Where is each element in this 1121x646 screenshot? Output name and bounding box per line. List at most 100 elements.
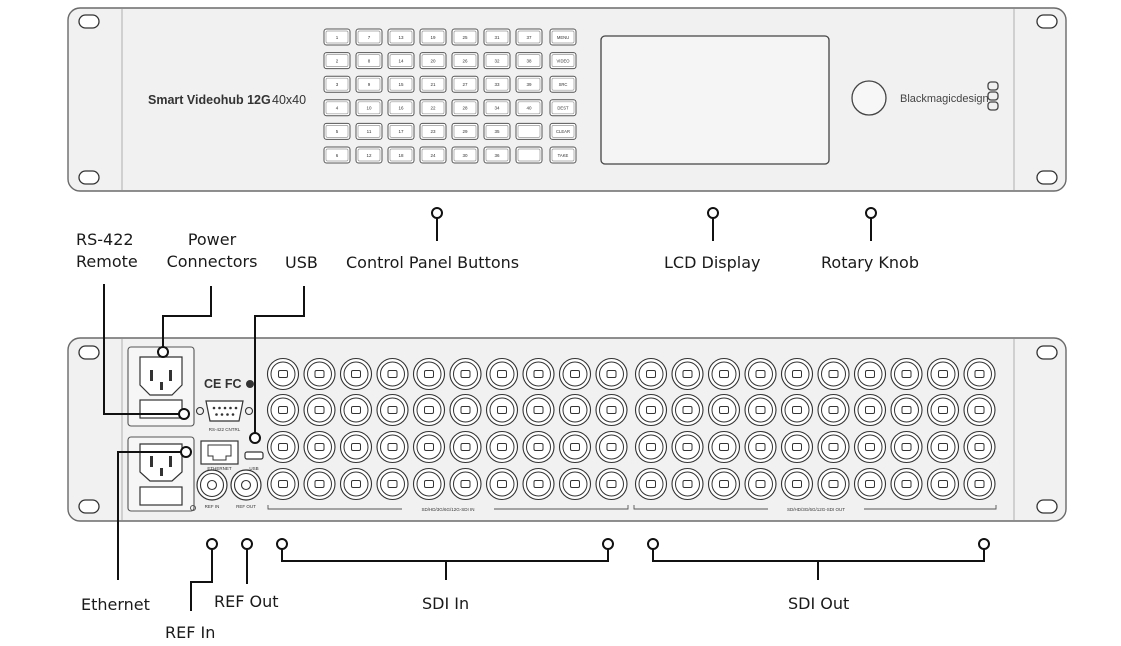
control-panel-button[interactable]: 28 — [451, 99, 479, 117]
control-panel-button-label: 7 — [368, 35, 371, 40]
control-panel-button[interactable]: 38 — [515, 52, 543, 70]
mount-slot — [78, 14, 100, 29]
control-panel-button[interactable]: 37 — [515, 28, 543, 46]
callout-sdi-in: SDI In — [422, 594, 470, 613]
control-panel-button[interactable]: 39 — [515, 75, 543, 93]
mount-slot — [1036, 499, 1058, 514]
control-panel-button[interactable]: 20 — [419, 52, 447, 70]
control-panel-button[interactable]: 13 — [387, 28, 415, 46]
control-panel-button[interactable]: 23 — [419, 122, 447, 140]
callout-ref-out: REF Out — [214, 592, 279, 611]
sdi-in-connector — [558, 393, 592, 427]
control-panel-button[interactable]: 17 — [387, 122, 415, 140]
control-panel-button-label: 14 — [398, 58, 404, 63]
callout-control-panel-buttons: Control Panel Buttons — [346, 253, 520, 272]
sdi-out-connector — [817, 393, 850, 427]
control-panel-button[interactable]: 18 — [387, 146, 415, 164]
control-panel-button[interactable]: 22 — [419, 99, 447, 117]
control-panel-button[interactable]: 33 — [483, 75, 511, 93]
sdi-in-bracket-leader — [281, 549, 609, 562]
ethernet-leader — [117, 451, 181, 580]
function-button[interactable]: SRC — [549, 75, 577, 93]
control-panel-button[interactable]: 16 — [387, 99, 415, 117]
sdi-out-connector — [671, 430, 704, 464]
control-panel-button[interactable]: 21 — [419, 75, 447, 93]
sdi-in-connector — [303, 430, 336, 464]
ref-in-connector — [196, 469, 228, 501]
sdi-out-connector — [744, 357, 777, 391]
control-panel-button[interactable]: 12 — [355, 146, 383, 164]
sdi-in-connector — [412, 357, 446, 391]
control-panel-button-label: 26 — [462, 58, 468, 63]
function-button[interactable]: CLEAR — [549, 122, 577, 140]
function-button[interactable]: DEST — [549, 99, 577, 117]
control-panel-button-label: 34 — [494, 106, 500, 111]
sdi-out-connector — [926, 357, 960, 391]
control-panel-button[interactable]: 7 — [355, 28, 383, 46]
brand-logo-text: Blackmagicdesign — [900, 93, 989, 105]
control-panel-button[interactable]: 26 — [451, 52, 479, 70]
sdi-in-group-label: SD/HD/3G/6G/12G-SDI IN — [421, 507, 474, 512]
sdi-out-connector — [890, 467, 923, 501]
sdi-out-connector — [890, 393, 923, 427]
control-panel-button[interactable]: 30 — [451, 146, 479, 164]
control-panel-button[interactable]: 40 — [515, 99, 543, 117]
rotary-knob[interactable] — [851, 80, 887, 116]
control-panel-button[interactable]: 27 — [451, 75, 479, 93]
control-panel-button[interactable]: 9 — [355, 75, 383, 93]
sdi-in-connector — [485, 393, 519, 427]
control-panel-button[interactable]: 32 — [483, 52, 511, 70]
control-panel-button-label: 16 — [398, 106, 404, 111]
control-panel-button[interactable]: 36 — [483, 146, 511, 164]
sdi-out-connector — [963, 357, 996, 391]
mount-slot — [1036, 14, 1058, 29]
control-panel-button-label: 32 — [494, 58, 500, 63]
model-name: Smart Videohub 12G — [148, 93, 271, 107]
control-panel-button[interactable]: 2 — [323, 52, 351, 70]
callout-rs422: RS-422 Remote — [76, 229, 138, 273]
control-panel-button-label: 24 — [430, 153, 436, 158]
sdi-in-connector — [339, 430, 373, 464]
control-panel-button[interactable]: 19 — [419, 28, 447, 46]
callout-rotary-knob: Rotary Knob — [821, 253, 919, 272]
sdi-in-connector — [412, 467, 446, 501]
control-panel-button-label: 19 — [430, 35, 436, 40]
ground-point — [190, 505, 196, 511]
control-panel-button-label: 3 — [336, 82, 339, 87]
sdi-in-connector — [522, 430, 555, 464]
sdi-out-connector — [634, 393, 668, 427]
sdi-in-connector — [522, 467, 555, 501]
control-panel-button-label: 6 — [336, 153, 339, 158]
control-panel-button[interactable] — [515, 146, 543, 164]
control-panel-button[interactable]: 10 — [355, 99, 383, 117]
control-panel-button[interactable]: 31 — [483, 28, 511, 46]
control-panel-button[interactable]: 1 — [323, 28, 351, 46]
sdi-in-connector — [266, 430, 300, 464]
function-button-column: MENU VIDEO SRC DEST CLEAR TAKE — [549, 28, 577, 164]
control-panel-button[interactable]: 11 — [355, 122, 383, 140]
control-panel-button[interactable]: 14 — [387, 52, 415, 70]
control-panel-button-label: 17 — [398, 129, 404, 134]
sdi-in-connector — [376, 430, 409, 464]
control-panel-button[interactable]: 8 — [355, 52, 383, 70]
control-panel-button[interactable] — [515, 122, 543, 140]
control-panel-button[interactable]: 5 — [323, 122, 351, 140]
sdi-in-connector — [449, 467, 482, 501]
control-panel-button[interactable]: 3 — [323, 75, 351, 93]
function-button-label: MENU — [557, 35, 569, 40]
control-panel-button[interactable]: 15 — [387, 75, 415, 93]
usb-leader — [254, 286, 305, 433]
function-button[interactable]: VIDEO — [549, 52, 577, 70]
function-button[interactable]: TAKE — [549, 146, 577, 164]
control-panel-button[interactable]: 35 — [483, 122, 511, 140]
control-panel-button[interactable]: 34 — [483, 99, 511, 117]
control-panel-button[interactable]: 6 — [323, 146, 351, 164]
control-panel-button[interactable]: 25 — [451, 28, 479, 46]
control-panel-button[interactable]: 24 — [419, 146, 447, 164]
function-button[interactable]: MENU — [549, 28, 577, 46]
control-panel-button[interactable]: 4 — [323, 99, 351, 117]
control-panel-button[interactable]: 29 — [451, 122, 479, 140]
usb-port — [244, 451, 264, 460]
